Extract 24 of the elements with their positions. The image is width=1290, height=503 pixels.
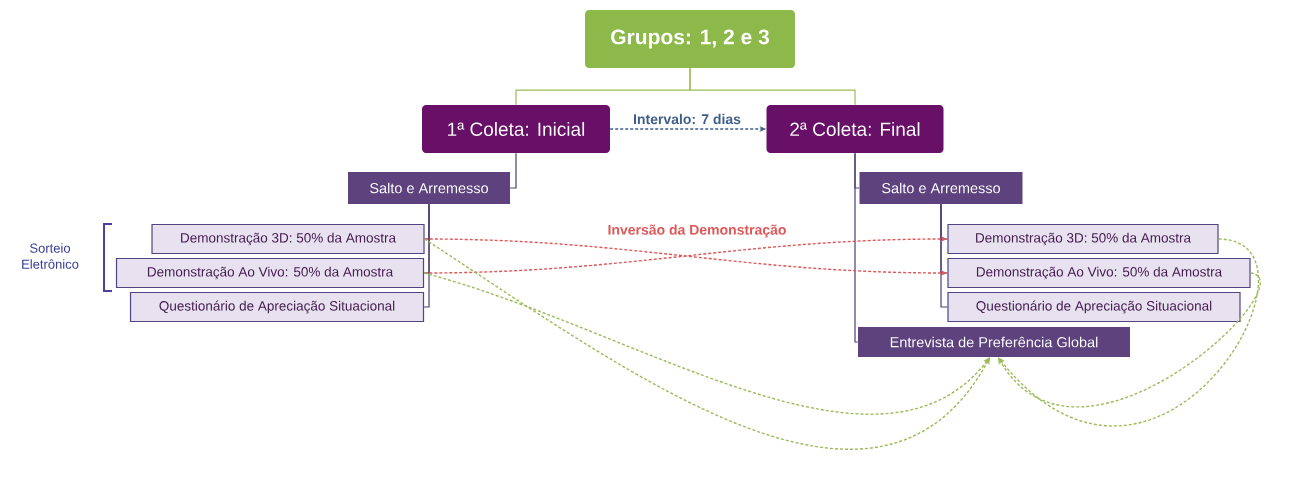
item-box: Demonstração 3D: 50% da Amostra <box>947 223 1219 255</box>
phase-box: 1ª Coleta: Inicial <box>422 105 610 153</box>
connector <box>423 203 430 308</box>
task-box: Salto e Arremesso <box>348 172 510 204</box>
connector <box>854 152 859 343</box>
item-box: Demonstração Ao Vivo: 50% da Amostra <box>115 257 425 289</box>
connector <box>940 203 948 308</box>
connector <box>423 238 990 450</box>
task-box: Entrevista de Preferência Global <box>858 327 1130 357</box>
side-label: Sorteio Eletrônico <box>22 243 79 269</box>
connector <box>998 272 1261 408</box>
item-box: Demonstração 3D: 50% da Amostra <box>151 223 425 255</box>
connector <box>423 272 990 415</box>
phase-box: 2ª Coleta: Final <box>766 105 944 153</box>
title-box: Grupos: 1, 2 e 3 <box>585 10 795 68</box>
item-box: Demonstração Ao Vivo: 50% da Amostra <box>947 257 1251 289</box>
connector <box>509 152 517 189</box>
task-box: Salto e Arremesso <box>859 172 1023 204</box>
connector <box>998 238 1259 427</box>
item-box: Questionário de Apreciação Situacional <box>129 291 425 323</box>
edge-label: Inversão da Demonstração <box>606 223 788 239</box>
item-box: Questionário de Apreciação Situacional <box>947 291 1241 323</box>
connector <box>689 67 856 106</box>
edge-label: Intervalo: 7 dias <box>632 112 742 126</box>
